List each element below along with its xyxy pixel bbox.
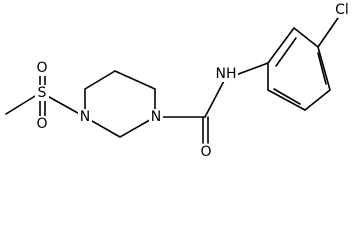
- bond-methyl-sulfur: [5, 92, 41, 115]
- atom-amide-oxygen-label: O: [200, 144, 211, 160]
- molecule-structure-diagram: Cl NH O N N S O O: [5, 2, 353, 160]
- atom-labels: Cl NH O N N S O O: [35, 2, 353, 160]
- bond-carbonyl-nh: [204, 78, 226, 118]
- bond-ring-c2-n1: [114, 70, 156, 90]
- atom-sulfonyl-oxygen-top-label: O: [36, 60, 47, 76]
- bond-ring-c1-c2: [84, 70, 116, 90]
- bond-phenyl-4-5: [304, 89, 331, 111]
- bond-phenyl-1-2: [267, 27, 295, 64]
- atom-piperazine-n1-label: N: [151, 109, 161, 125]
- bond-phenyl-2-3: [293, 27, 319, 48]
- bond-phenyl-3-4: [317, 46, 331, 91]
- atom-amide-nh-label: NH: [216, 66, 237, 82]
- bond-phenyl-inner-a: [275, 37, 297, 67]
- atom-chlorine-label: Cl: [335, 2, 349, 18]
- bond-phenyl-inner-b: [317, 52, 327, 85]
- bond-phenyl-5-6: [267, 89, 306, 111]
- bond-sulfur-n4: [41, 92, 86, 118]
- bond-phenyl-chlorine: [317, 17, 339, 48]
- bond-phenyl-inner-c: [273, 88, 301, 105]
- atom-sulfonyl-oxygen-bottom-label: O: [36, 116, 47, 132]
- atom-sulfur-label: S: [38, 85, 47, 101]
- atom-piperazine-n4-label: N: [80, 109, 90, 125]
- bonds: [5, 17, 339, 144]
